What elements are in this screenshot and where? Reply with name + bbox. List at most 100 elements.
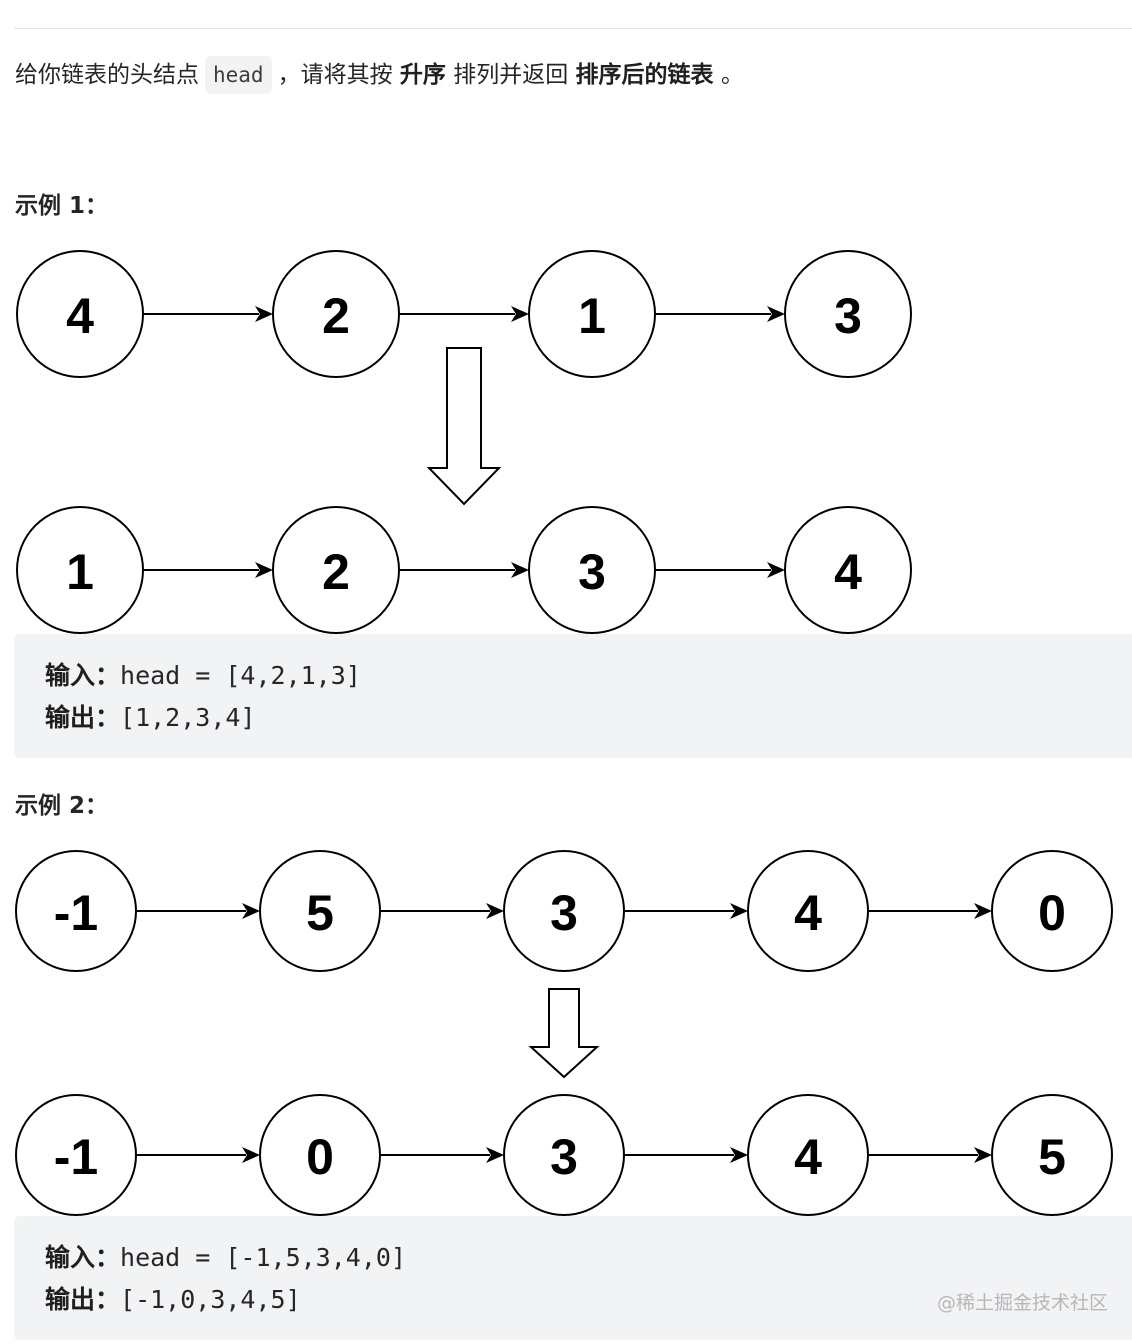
example-2-output: 输出：[-1,0,3,4,5] [45, 1280, 301, 1316]
example-2-input-node-0: -1 [15, 850, 137, 972]
example-2-output-arrowhead-2 [486, 1147, 504, 1163]
example-2-input-node-circle [503, 850, 625, 972]
example-2-input-list: -1 5 3 4 0 [15, 850, 1113, 972]
example-2-output-node-circle [747, 1094, 869, 1216]
example-2-input-node-circle [991, 850, 1113, 972]
intro-mid: ，请将其按 [277, 62, 393, 88]
example-2-output-node-1: 0 [259, 1094, 381, 1216]
example-2-input: 输入：head = [-1,5,3,4,0] [45, 1238, 406, 1274]
example-1-output-node-value: 1 [66, 544, 94, 600]
example-2-input-node-value: -1 [54, 885, 98, 941]
example-1-output-node-circle [272, 506, 400, 634]
example-2-output-node-circle [15, 1094, 137, 1216]
example-1-input: 输入：head = [4,2,1,3] [45, 656, 361, 692]
example-1-output-arrowhead-2 [511, 562, 529, 578]
example-1-output-node-value: 2 [322, 544, 350, 600]
example-1-input-node-value: 4 [66, 288, 94, 344]
example-1-output-node-circle [16, 506, 144, 634]
example-1-sort-arrow [426, 347, 502, 506]
example-2-input-node-1: 5 [259, 850, 381, 972]
example-1-input-node-circle [528, 250, 656, 378]
example-2-input-node-circle [259, 850, 381, 972]
example-2-input-node-value: 3 [550, 885, 578, 941]
example-1-output-node-circle [784, 506, 912, 634]
example-1-output-node-value: 3 [578, 544, 606, 600]
example-1-input-arrowhead-1 [255, 306, 273, 322]
example-1-input-node-value: 3 [834, 288, 862, 344]
example-2-output-node-circle [503, 1094, 625, 1216]
example-2-input-value: head = [-1,5,3,4,0] [120, 1243, 406, 1272]
example-2-output-node-2: 3 [503, 1094, 625, 1216]
example-1-output: 输出：[1,2,3,4] [45, 698, 255, 734]
example-2-sort-arrow [528, 988, 600, 1079]
example-2-input-node-3: 4 [747, 850, 869, 972]
example-2-input-arrowhead-1 [242, 903, 260, 919]
example-1-input-arrowhead-3 [767, 306, 785, 322]
intro-bold-sorted-list: 排序后的链表 [575, 62, 714, 88]
example-1-input-node-0: 4 [16, 250, 144, 378]
example-1-input-node-circle [16, 250, 144, 378]
example-2-output-node-circle [259, 1094, 381, 1216]
example-1-diagram: 4 2 1 3 1 2 3 4 [16, 250, 912, 634]
example-1-output-arrowhead-1 [255, 562, 273, 578]
example-2-input-node-circle [15, 850, 137, 972]
example-2-input-node-value: 5 [306, 885, 334, 941]
example-1-input-value: head = [4,2,1,3] [120, 661, 361, 690]
example-1-output-node-1: 2 [272, 506, 400, 634]
example-1-output-node-0: 1 [16, 506, 144, 634]
example-1-output-arrowhead-3 [767, 562, 785, 578]
example-2-output-node-value: 3 [550, 1129, 578, 1185]
example-1-input-node-2: 1 [528, 250, 656, 378]
example-1-input-label: 输入： [45, 661, 121, 690]
example-1-input-node-1: 2 [272, 250, 400, 378]
example-2-output-arrowhead-4 [974, 1147, 992, 1163]
example-1-input-node-3: 3 [784, 250, 912, 378]
intro-bold-ascending: 升序 [399, 62, 446, 88]
example-2-output-arrowhead-3 [730, 1147, 748, 1163]
example-1-input-node-value: 2 [322, 288, 350, 344]
example-2-input-node-2: 3 [503, 850, 625, 972]
example-2-input-arrowhead-4 [974, 903, 992, 919]
example-1-input-arrowhead-2 [511, 306, 529, 322]
example-2-output-node-3: 4 [747, 1094, 869, 1216]
example-1-output-node-2: 3 [528, 506, 656, 634]
example-1-output-node-value: 4 [834, 544, 862, 600]
example-1-title: 示例 1： [15, 193, 109, 219]
intro-mid2: 排列并返回 [453, 62, 569, 88]
example-2-output-value: [-1,0,3,4,5] [120, 1285, 301, 1314]
example-2-input-node-value: 4 [794, 885, 822, 941]
example-1-output-label: 输出： [45, 703, 121, 732]
example-1-input-node-circle [784, 250, 912, 378]
example-2-output-arrowhead-1 [242, 1147, 260, 1163]
top-divider [14, 28, 1132, 29]
example-2-output-node-4: 5 [991, 1094, 1113, 1216]
example-2-output-node-value: 4 [794, 1129, 822, 1185]
example-1-input-list: 4 2 1 3 [16, 250, 912, 378]
example-2-output-node-circle [991, 1094, 1113, 1216]
example-2-output-node-0: -1 [15, 1094, 137, 1216]
example-2-diagram: -1 5 3 4 0 -1 0 3 4 5 [15, 850, 1113, 1216]
example-2-output-label: 输出： [45, 1285, 121, 1314]
example-2-output-node-value: -1 [54, 1129, 98, 1185]
example-1-output-list: 1 2 3 4 [16, 506, 912, 634]
inline-code-head: head [205, 56, 272, 94]
example-2-io-box [14, 1216, 1132, 1340]
intro-suffix: 。 [720, 62, 744, 88]
example-2-input-node-4: 0 [991, 850, 1113, 972]
example-1-input-node-value: 1 [578, 288, 606, 344]
example-1-output-value: [1,2,3,4] [120, 703, 256, 732]
example-1-output-node-circle [528, 506, 656, 634]
example-2-input-label: 输入： [45, 1243, 121, 1272]
example-2-input-arrowhead-3 [730, 903, 748, 919]
watermark: @稀土掘金技术社区 [937, 1292, 1109, 1314]
example-1-io-box [14, 634, 1132, 758]
example-2-input-arrowhead-2 [486, 903, 504, 919]
example-2-input-node-value: 0 [1038, 885, 1066, 941]
example-2-input-node-circle [747, 850, 869, 972]
example-2-output-node-value: 0 [306, 1129, 334, 1185]
example-2-output-list: -1 0 3 4 5 [15, 1094, 1113, 1216]
example-1-input-node-circle [272, 250, 400, 378]
intro-prefix: 给你链表的头结点 [15, 62, 199, 88]
example-2-output-node-value: 5 [1038, 1129, 1066, 1185]
